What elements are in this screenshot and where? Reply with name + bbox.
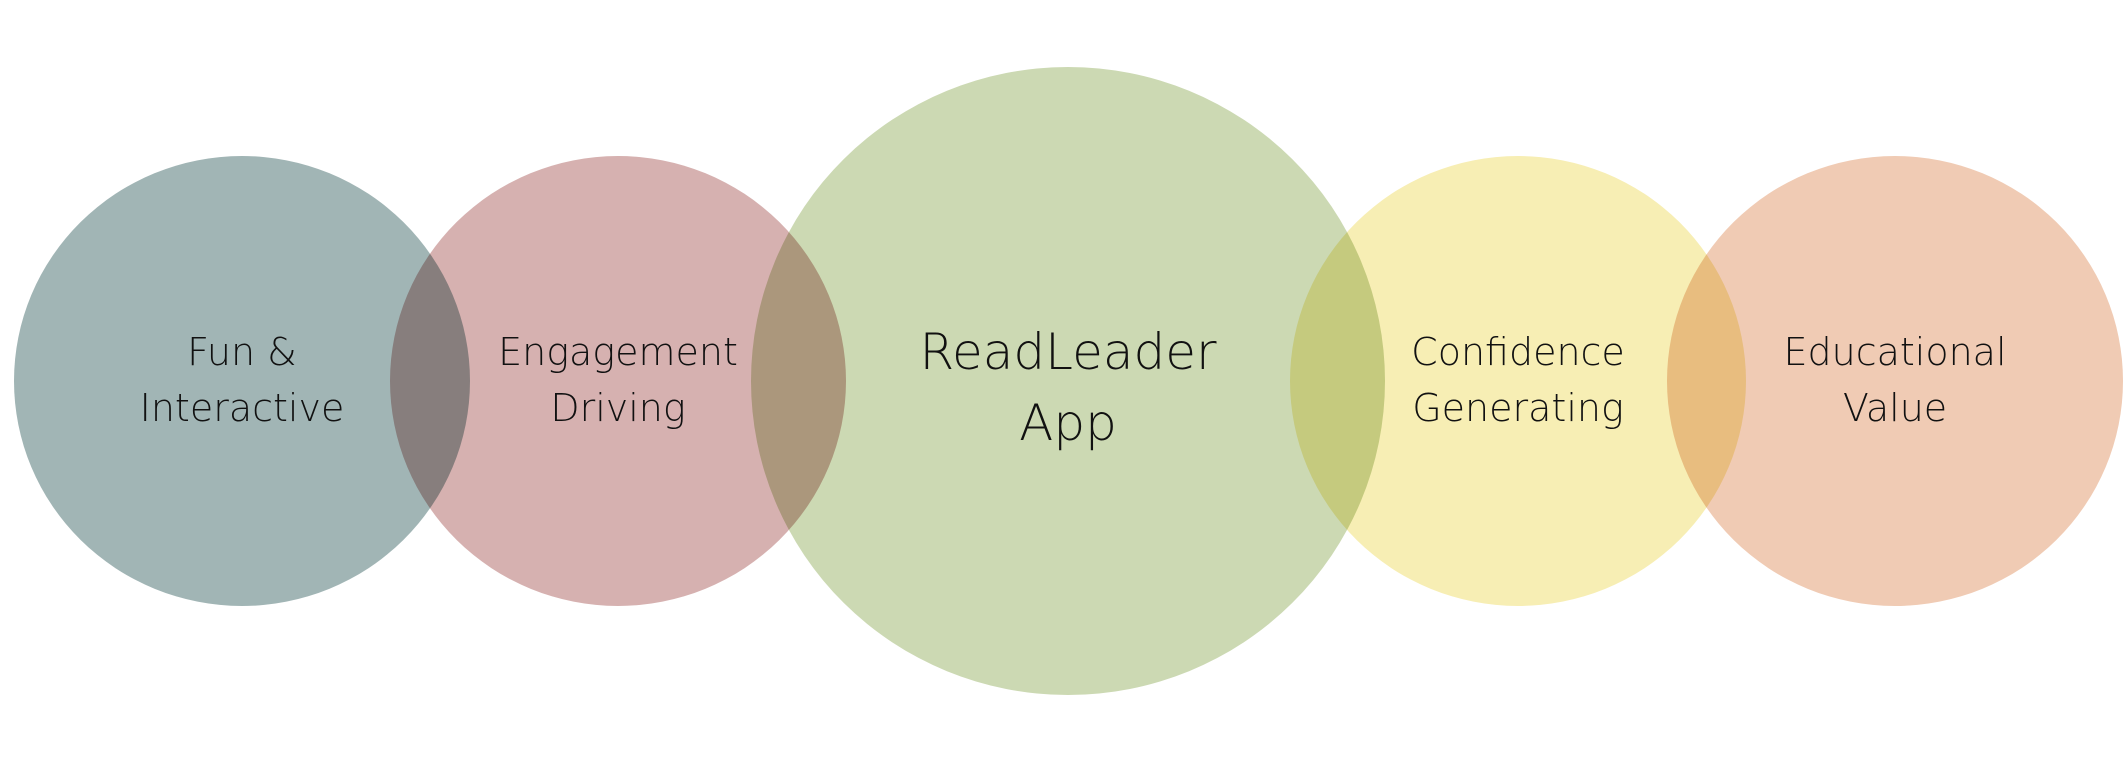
- circle-confidence-generating: [1290, 156, 1746, 606]
- label-readleader-app-line1: ReadLeader: [919, 323, 1217, 381]
- label-confidence-generating-line2: Generating: [1412, 386, 1624, 430]
- circle-fun-interactive: [14, 156, 470, 606]
- circle-educational-value: [1667, 156, 2123, 606]
- labels-layer: Fun & Interactive Engagement Driving Rea…: [140, 323, 2007, 452]
- circle-engagement-driving: [390, 156, 846, 606]
- label-fun-interactive-line2: Interactive: [140, 386, 345, 430]
- label-confidence-generating-line1: Confidence: [1411, 330, 1625, 374]
- label-readleader-app-line2: App: [1019, 394, 1117, 452]
- circles-layer: [14, 67, 2123, 695]
- label-engagement-driving-line1: Engagement: [498, 330, 738, 374]
- label-fun-interactive-line1: Fun &: [187, 330, 297, 374]
- label-engagement-driving-line2: Driving: [550, 386, 685, 430]
- label-educational-value-line1: Educational: [1783, 330, 2006, 374]
- circle-readleader-app: [751, 67, 1385, 695]
- label-educational-value-line2: Value: [1843, 386, 1947, 430]
